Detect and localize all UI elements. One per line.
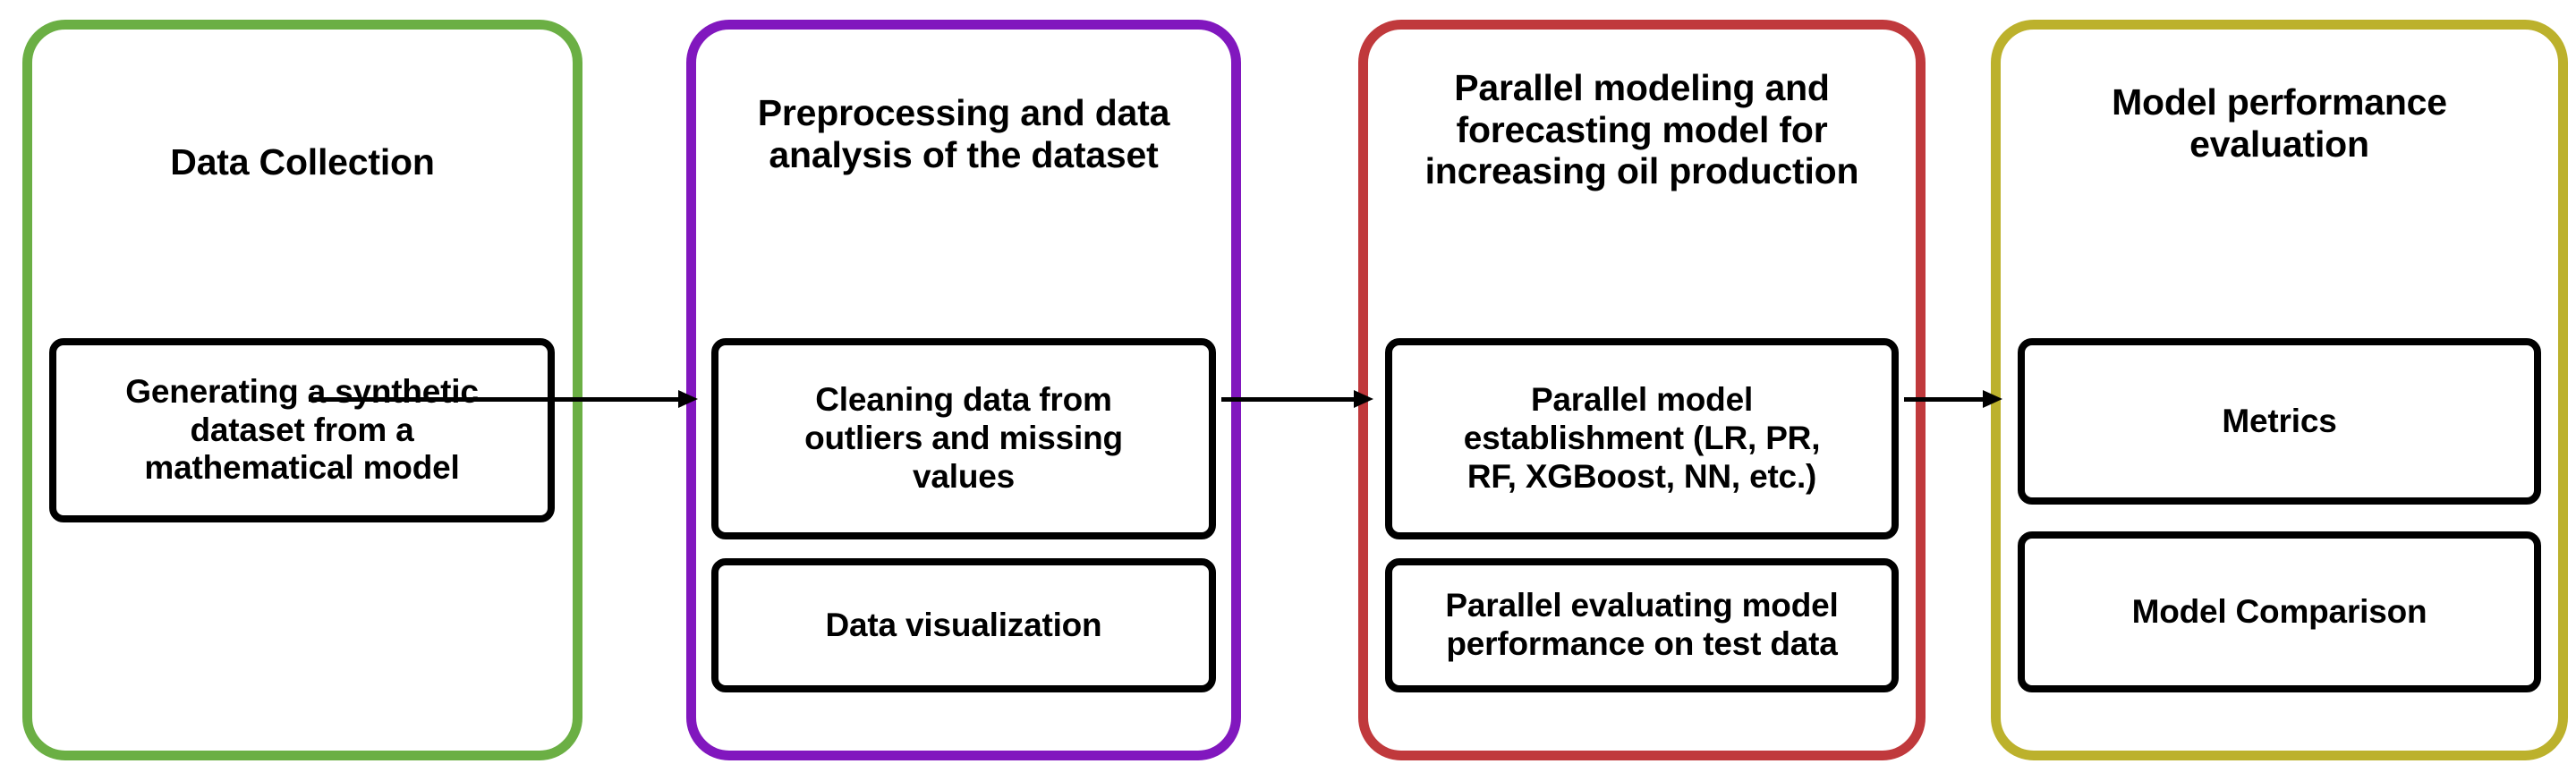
stage-title-model-performance-evaluation: Model performance evaluation	[2112, 81, 2447, 165]
arrow-shaft-icon	[309, 397, 678, 402]
step-label-parallel-model-establishment: Parallel model establishment (LR, PR, RF…	[1463, 381, 1821, 495]
step-label-cleaning-data: Cleaning data from outliers and missing …	[804, 381, 1123, 495]
step-box-data-visualization[interactable]: Data visualization	[711, 558, 1216, 692]
step-box-model-comparison[interactable]: Model Comparison	[2018, 531, 2541, 692]
arrow-shaft-icon	[1904, 397, 1983, 402]
step-box-metrics[interactable]: Metrics	[2018, 338, 2541, 505]
stage-title-parallel-modeling: Parallel modeling and forecasting model …	[1424, 67, 1859, 192]
connector-arrow-collection-to-preprocessing	[309, 390, 698, 408]
step-label-model-comparison: Model Comparison	[2131, 592, 2427, 630]
step-box-parallel-model-establishment[interactable]: Parallel model establishment (LR, PR, RF…	[1385, 338, 1899, 539]
arrow-head-icon	[678, 390, 698, 408]
stage-title-preprocessing: Preprocessing and data analysis of the d…	[757, 92, 1170, 175]
arrow-head-icon	[1983, 390, 2002, 408]
stage-title-data-collection: Data Collection	[170, 141, 435, 183]
step-label-data-visualization: Data visualization	[825, 606, 1102, 643]
step-label-parallel-evaluating-model: Parallel evaluating model performance on…	[1445, 587, 1839, 662]
arrow-shaft-icon	[1221, 397, 1354, 402]
connector-arrow-modeling-to-evaluation	[1904, 390, 2002, 408]
arrow-head-icon	[1354, 390, 1373, 408]
step-box-generating-synthetic-dataset[interactable]: Generating a synthetic dataset from a ma…	[49, 338, 555, 522]
step-box-parallel-evaluating-model[interactable]: Parallel evaluating model performance on…	[1385, 558, 1899, 692]
connector-arrow-preprocessing-to-modeling	[1221, 390, 1373, 408]
step-box-cleaning-data[interactable]: Cleaning data from outliers and missing …	[711, 338, 1216, 539]
step-label-metrics: Metrics	[2222, 402, 2337, 439]
step-label-generating-synthetic-dataset: Generating a synthetic dataset from a ma…	[125, 372, 479, 487]
